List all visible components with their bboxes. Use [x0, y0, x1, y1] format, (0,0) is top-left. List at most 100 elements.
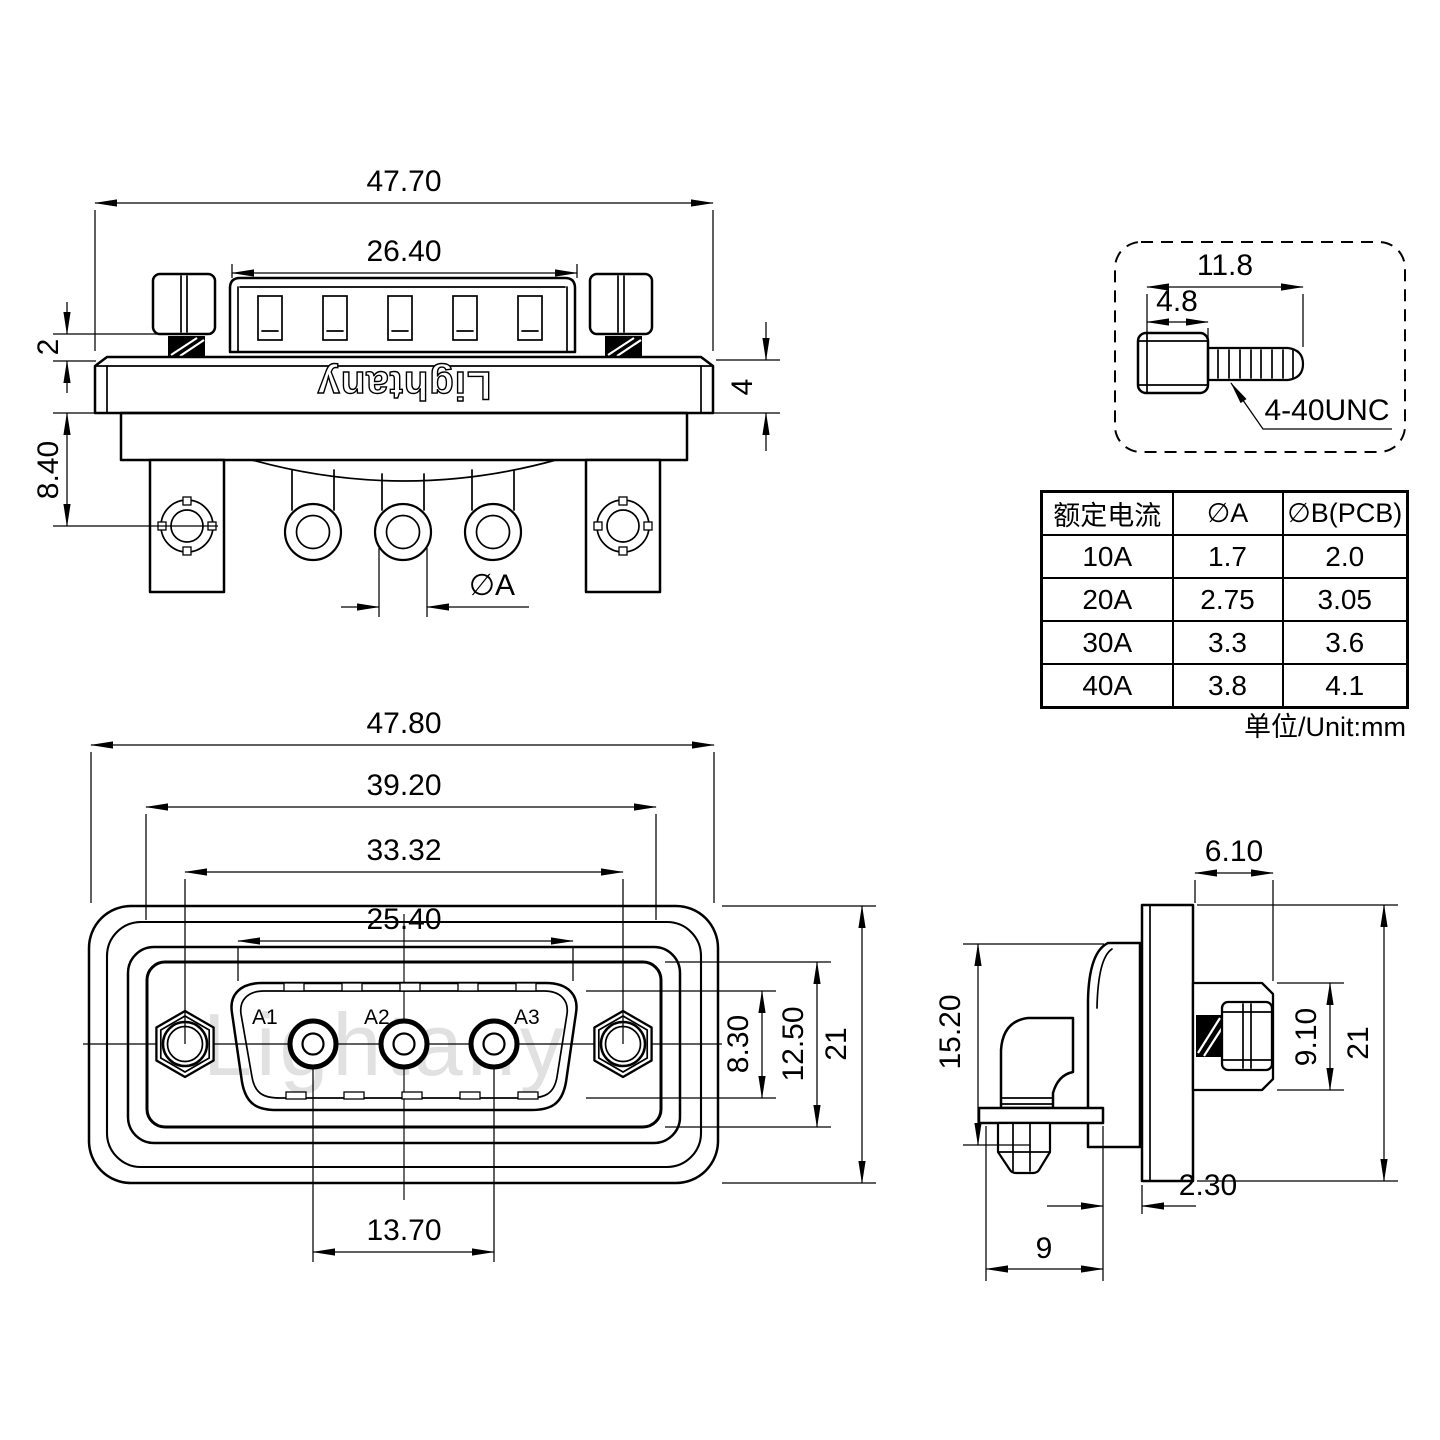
dim-top-thread-gap: 2 [32, 302, 168, 393]
col-header-rated-current: 额定电流 [1040, 490, 1174, 536]
dim-label: 11.8 [1197, 249, 1253, 282]
dim-label: 26.40 [366, 235, 441, 268]
dim-label: 13.70 [366, 1214, 441, 1247]
dim-label: 8.30 [722, 1015, 755, 1073]
elbow-boot [999, 1016, 1075, 1110]
solder-pins [283, 469, 523, 562]
dim-label: 39.20 [366, 769, 441, 802]
cell-current: 20A [1040, 577, 1174, 622]
side-view: 6.10 15.20 9.10 21 2.30 [934, 835, 1398, 1281]
dim-side-pin-to-flange: 9 [985, 1126, 1104, 1281]
thread-spec-label: 4-40UNC [1264, 394, 1389, 427]
cell-dia-b: 3.05 [1281, 577, 1409, 622]
d-shell-outer [230, 981, 578, 1112]
dim-front-flange-width: 47.80 [90, 707, 715, 903]
rear-step [119, 411, 689, 462]
cell-current: 10A [1040, 534, 1174, 579]
contact-a3: A3 [468, 1006, 540, 1070]
front-view: A1 A2 A3 47.80 39.20 33.32 [83, 707, 876, 1262]
dim-label: 2 [32, 339, 65, 356]
dim-front-shell-width: 25.40 [237, 903, 574, 981]
dim-front-contact-span: 13.70 [312, 1068, 495, 1262]
cell-current: 30A [1040, 620, 1174, 665]
dim-top-overall-width: 47.70 [94, 165, 714, 351]
dim-top-rear-height: 8.40 [32, 412, 218, 527]
unit-note: 单位/Unit:mm [1244, 712, 1406, 742]
dim-label: 8.40 [32, 441, 65, 499]
screw-thread [1206, 346, 1305, 382]
side-thumbscrew [1196, 1000, 1274, 1072]
dim-label: ∅A [469, 569, 515, 602]
cell-dia-a: 3.3 [1171, 620, 1284, 665]
contact-a1: A1 [252, 1006, 339, 1070]
cell-dia-a: 2.75 [1171, 577, 1284, 622]
dim-top-pin-diameter: ∅A [341, 548, 529, 617]
table-row: 10A 1.7 2.0 [1040, 534, 1409, 579]
table-row: 40A 3.8 4.1 [1040, 663, 1409, 709]
dim-front-flange-height: 21 [722, 905, 876, 1184]
dim-screw-total-length: 11.8 [1146, 249, 1304, 347]
table-row: 30A 3.3 3.6 [1040, 620, 1409, 665]
dim-label: 47.70 [366, 165, 441, 198]
cell-dia-b: 4.1 [1281, 663, 1409, 709]
cell-dia-b: 3.6 [1281, 620, 1409, 665]
dim-label: 2.30 [1179, 1169, 1237, 1202]
dim-label: 4.8 [1156, 285, 1198, 318]
dim-label: 21 [1342, 1026, 1375, 1059]
contact-label: A2 [364, 1006, 390, 1029]
insert-body [228, 276, 577, 354]
dim-top-flange-thickness: 4 [690, 322, 780, 451]
right-thread-coil [605, 336, 642, 357]
cell-dia-b: 2.0 [1281, 534, 1409, 579]
back-plate-inner-curve [1096, 948, 1113, 1009]
dim-top-insert-width: 26.40 [231, 235, 578, 278]
dim-label: 47.80 [366, 707, 441, 740]
base-bar [977, 1106, 1105, 1125]
board-lock-peg [996, 1121, 1052, 1175]
cell-dia-a: 1.7 [1171, 534, 1284, 579]
contact-label: A3 [514, 1006, 540, 1029]
dim-label: 15.20 [934, 994, 967, 1069]
right-bracket-hole [593, 496, 653, 556]
dim-label: 33.32 [366, 834, 441, 867]
col-header-dia-b: ∅B(PCB) [1281, 490, 1409, 536]
col-header-dia-a: ∅A [1171, 490, 1284, 536]
dim-label: 9 [1036, 1232, 1053, 1265]
dim-label: 25.40 [366, 903, 441, 936]
dim-screw-head-length: 4.8 [1146, 285, 1209, 346]
left-thread-coil [168, 336, 205, 357]
back-plate [1086, 941, 1142, 1149]
thread-lines [1217, 349, 1294, 379]
dim-label: 12.50 [777, 1006, 810, 1081]
cell-dia-a: 3.8 [1171, 663, 1284, 709]
contact-label: A1 [252, 1006, 278, 1029]
top-view: Lightany 47 [32, 165, 780, 617]
cell-current: 40A [1040, 663, 1174, 709]
left-thumbscrew-head [151, 272, 217, 336]
insert-slots [257, 295, 543, 341]
embossed-logo: Lightany [317, 363, 492, 407]
table-row: 20A 2.75 3.05 [1040, 577, 1409, 622]
screw-detail-view: 11.8 4.8 4-40UNC [1114, 241, 1406, 453]
dim-side-boot-height: 15.20 [934, 943, 1104, 1146]
dim-side-flange-height: 21 [1197, 904, 1398, 1182]
dim-label: 9.10 [1290, 1008, 1323, 1066]
dim-side-screw-boss-height: 9.10 [1277, 982, 1344, 1091]
right-thumbscrew-head [588, 272, 654, 336]
dim-label: 4 [726, 379, 759, 396]
dim-front-insert-height: 12.50 [665, 961, 831, 1128]
rating-table: 额定电流 ∅A ∅B(PCB) 10A 1.7 2.0 20A 2.75 3.0… [1040, 490, 1409, 709]
table-header-row: 额定电流 ∅A ∅B(PCB) [1040, 490, 1409, 536]
dim-front-shell-height: 8.30 [586, 990, 776, 1099]
dim-front-mount-hole-spacing: 33.32 [184, 834, 624, 1044]
dim-front-body-width: 39.20 [145, 769, 657, 920]
screw-head [1136, 331, 1210, 395]
shell-retention-ticks [283, 982, 539, 1100]
dim-label: 6.10 [1205, 835, 1263, 868]
contact-a2: A2 [364, 1006, 430, 1070]
dim-side-rear-depth: 6.10 [1194, 835, 1274, 981]
dim-side-standoff: 2.30 [1047, 1126, 1237, 1281]
dim-label: 21 [820, 1027, 853, 1060]
